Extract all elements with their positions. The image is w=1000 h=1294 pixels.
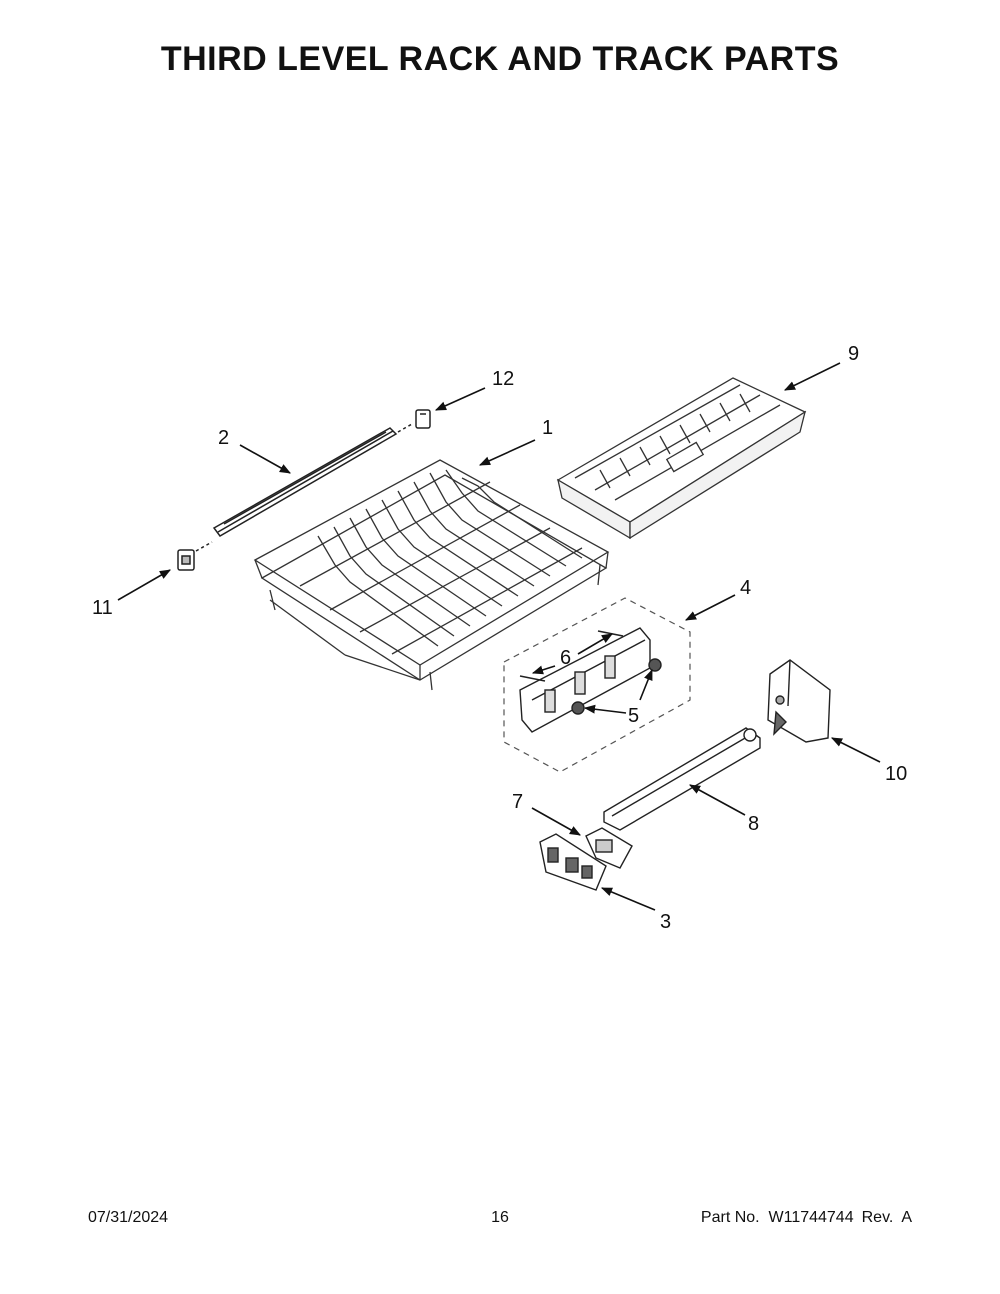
- leader-line-5: [583, 704, 627, 714]
- leader-line-6b: [577, 633, 613, 655]
- rail-end-cap-lower-part: [177, 541, 213, 571]
- leader-line-10: [830, 737, 881, 763]
- callout-12: 12: [492, 368, 514, 390]
- callout-7: 7: [512, 791, 523, 813]
- callout-5: 5: [628, 705, 639, 727]
- callout-2: 2: [218, 427, 229, 449]
- callout-4: 4: [740, 577, 751, 599]
- footer-page-number: 16: [491, 1209, 509, 1226]
- end-housing-part: [767, 659, 831, 743]
- page-title: THIRD LEVEL RACK AND TRACK PARTS: [160, 40, 840, 78]
- cover-part: [539, 833, 607, 891]
- footer-date: 07/31/2024: [88, 1209, 169, 1226]
- callout-9: 9: [848, 343, 859, 365]
- callout-11: 11: [92, 597, 113, 619]
- wheel-part: [571, 658, 662, 715]
- track-bracket-part: [519, 627, 651, 733]
- track-rail-part: [212, 427, 398, 537]
- leader-line-5b: [639, 668, 653, 701]
- leader-line-3: [600, 887, 656, 911]
- leader-line-8: [689, 784, 746, 816]
- callout-6: 6: [560, 647, 571, 669]
- footer-part-info: Part No. W11744744 Rev. A: [701, 1209, 912, 1227]
- leader-line-9: [783, 362, 841, 391]
- leader-lines: [117, 362, 881, 911]
- cutlery-tray-part: [556, 377, 807, 540]
- leader-line-7: [531, 807, 581, 836]
- leader-line-6: [531, 665, 556, 675]
- leader-line-11: [117, 569, 171, 601]
- callout-1: 1: [542, 417, 553, 439]
- wire-rack-part: [253, 459, 610, 691]
- callout-3: 3: [660, 911, 671, 933]
- leader-line-1: [478, 439, 536, 466]
- callout-10: 10: [885, 763, 907, 785]
- callout-8: 8: [748, 813, 759, 835]
- leader-line-2: [239, 444, 291, 474]
- leader-line-12: [434, 387, 486, 411]
- front-clip-part: [585, 827, 633, 869]
- slide-rail-part: [603, 727, 761, 831]
- track-assembly-group-boundary: [503, 597, 691, 773]
- footer-revision: Rev. A: [861, 1209, 912, 1226]
- footer-part-number: Part No. W11744744: [700, 1209, 854, 1226]
- leader-line-4: [685, 594, 736, 621]
- rail-end-cap-upper-part: [397, 409, 431, 433]
